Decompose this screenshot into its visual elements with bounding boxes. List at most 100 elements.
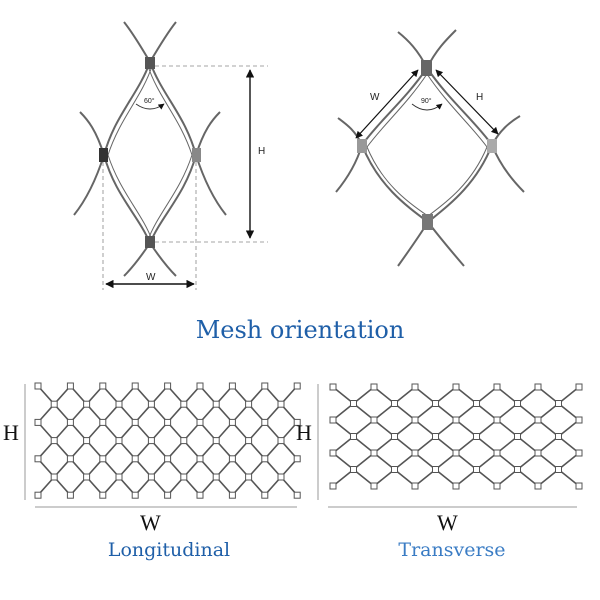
mesh-node [575, 449, 583, 457]
mesh-node [83, 473, 91, 481]
mesh-node [277, 473, 285, 481]
mesh-node [196, 491, 204, 499]
longitudinal-w-label: W [140, 510, 161, 535]
mesh-node [534, 383, 542, 391]
mesh-node [115, 437, 123, 445]
mesh-node [277, 400, 285, 408]
mesh-node [411, 449, 419, 457]
top-left-knots [99, 57, 201, 248]
mesh-node [131, 418, 139, 426]
longitudinal-caption: Longitudinal [108, 539, 230, 561]
mesh-node [293, 491, 301, 499]
mesh-node [350, 433, 357, 440]
mesh-node [329, 449, 337, 457]
mesh-node [196, 455, 204, 463]
mesh-node [245, 437, 253, 445]
mesh-node [164, 455, 172, 463]
mesh-node [534, 416, 542, 424]
mesh-node [115, 473, 123, 481]
mesh-node [164, 418, 172, 426]
top-left-angle-label: 60° [144, 97, 155, 105]
top-right-w-label: W [370, 92, 380, 103]
mesh-node [293, 455, 301, 463]
mesh-node [50, 437, 58, 445]
top-right-knots [357, 60, 497, 230]
mesh-node [575, 416, 583, 424]
mesh-node [34, 382, 42, 390]
mesh-node [293, 418, 301, 426]
page-title: Mesh orientation [196, 316, 405, 344]
mesh-node [147, 473, 155, 481]
mesh-node [411, 416, 419, 424]
mesh-node [131, 455, 139, 463]
transverse-h-label: H [296, 420, 312, 445]
mesh-node [555, 433, 562, 440]
mesh-node [83, 400, 91, 408]
mesh-node [452, 383, 460, 391]
mesh-node [432, 433, 439, 440]
mesh-node [261, 491, 269, 499]
mesh-node [370, 416, 378, 424]
mesh-node [370, 449, 378, 457]
mesh-node [514, 466, 521, 473]
mesh-node [212, 437, 220, 445]
mesh-node [245, 400, 253, 408]
mesh-node [66, 382, 74, 390]
mesh-node [228, 455, 236, 463]
mesh-node [66, 491, 74, 499]
mesh-node [34, 491, 42, 499]
mesh-node [147, 437, 155, 445]
top-left-dimension-lines [102, 65, 268, 290]
mesh-node [212, 400, 220, 408]
longitudinal-h-label: H [3, 420, 19, 445]
mesh-node [555, 400, 562, 407]
transverse-caption: Transverse [398, 539, 505, 561]
mesh-node [534, 482, 542, 490]
mesh-node [575, 383, 583, 391]
mesh-node [391, 433, 398, 440]
mesh-node [180, 473, 188, 481]
longitudinal-mesh [34, 382, 301, 499]
mesh-node [411, 383, 419, 391]
mesh-node [514, 433, 521, 440]
mesh-node [493, 383, 501, 391]
mesh-node [350, 466, 357, 473]
mesh-node [180, 400, 188, 408]
top-right-w-arrow [355, 69, 419, 139]
mesh-node [180, 437, 188, 445]
mesh-node [164, 382, 172, 390]
mesh-node [115, 400, 123, 408]
mesh-node [99, 491, 107, 499]
mesh-node [329, 482, 337, 490]
mesh-node [411, 482, 419, 490]
mesh-node [493, 482, 501, 490]
mesh-node [34, 455, 42, 463]
mesh-node [473, 400, 480, 407]
mesh-node [277, 437, 285, 445]
mesh-node [514, 400, 521, 407]
mesh-node [370, 482, 378, 490]
mesh-node [196, 382, 204, 390]
mesh-node [329, 416, 337, 424]
mesh-node [555, 466, 562, 473]
mesh-node [66, 455, 74, 463]
mesh-node [452, 416, 460, 424]
top-left-h-label: H [258, 146, 265, 157]
mesh-node [50, 400, 58, 408]
mesh-node [99, 382, 107, 390]
mesh-node [575, 482, 583, 490]
mesh-node [534, 449, 542, 457]
mesh-node [83, 437, 91, 445]
mesh-node [34, 418, 42, 426]
mesh-node [473, 433, 480, 440]
mesh-node [391, 400, 398, 407]
top-right-h-label: H [476, 92, 483, 103]
mesh-node [261, 455, 269, 463]
mesh-node [493, 416, 501, 424]
mesh-node [261, 382, 269, 390]
mesh-node [452, 482, 460, 490]
mesh-node [228, 418, 236, 426]
mesh-node [370, 383, 378, 391]
top-left-angle-arc [135, 103, 165, 110]
